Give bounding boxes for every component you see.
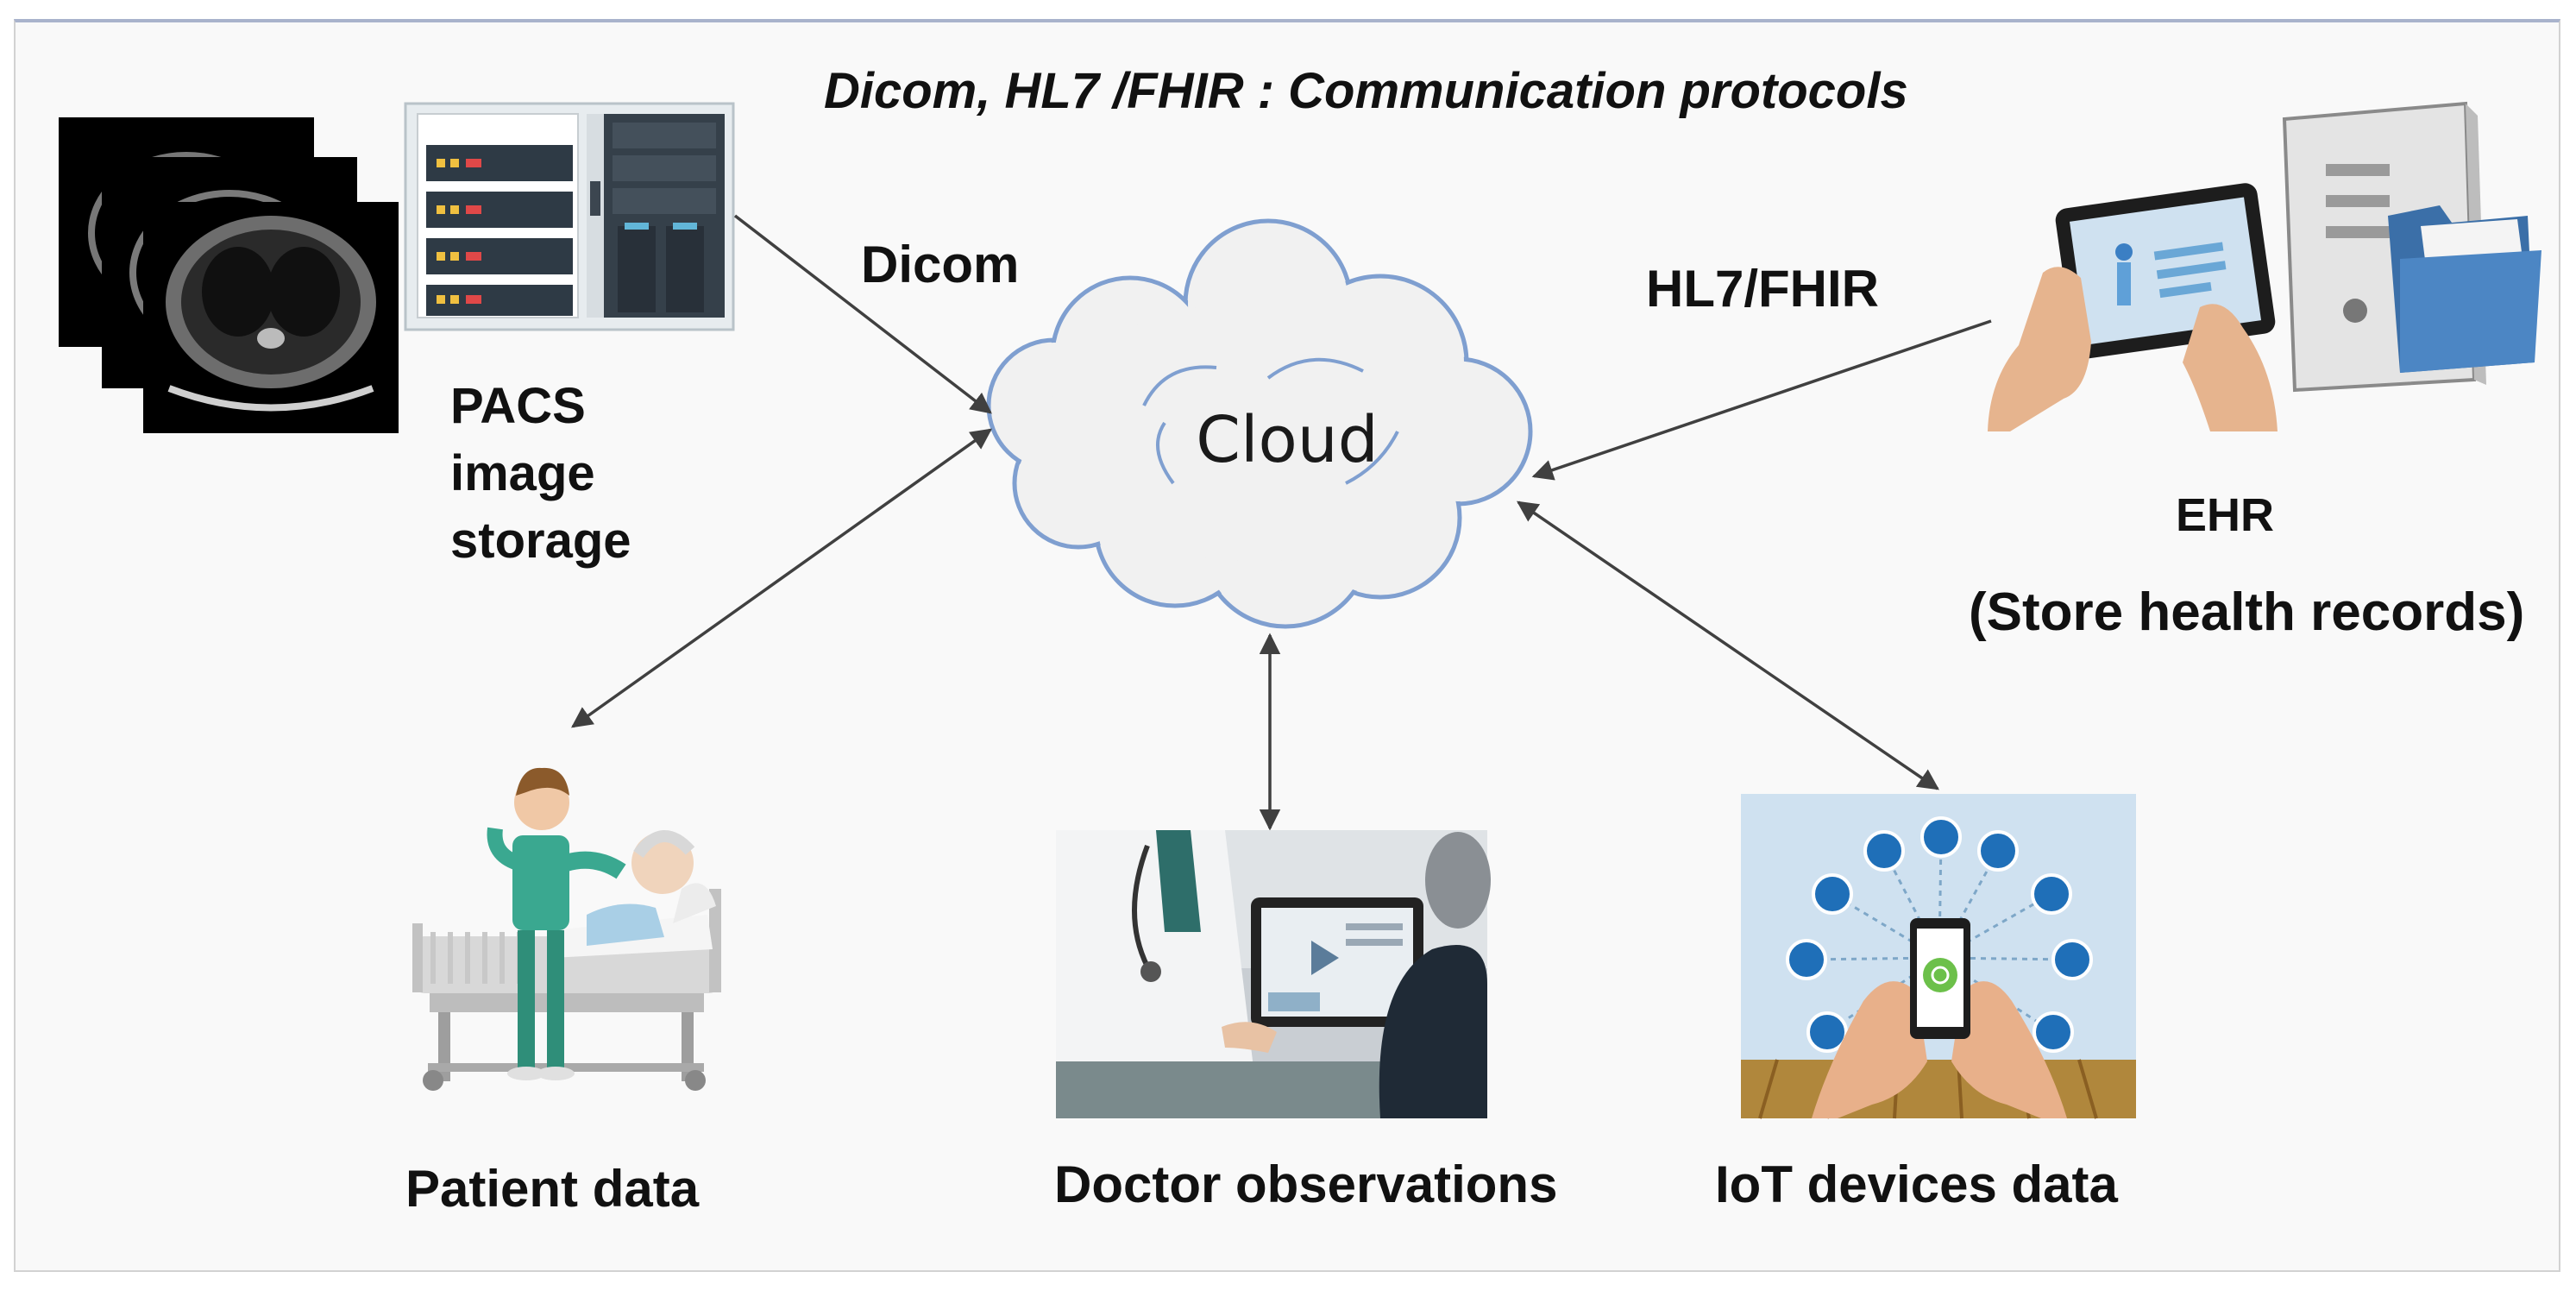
patient-care-icon	[412, 767, 721, 1091]
diagram-title: Dicom, HL7 /FHIR : Communication protoco…	[824, 63, 1908, 119]
cloud-label: Cloud	[1196, 403, 1378, 477]
edge-label-dicom: Dicom	[861, 236, 1020, 293]
edge-label-hl7-fhir: HL7/FHIR	[1646, 260, 1879, 318]
pacs-server-icon	[404, 102, 735, 331]
node-label-ehr: EHR	[2176, 489, 2275, 541]
node-label-patient-data: Patient data	[405, 1160, 700, 1218]
doctor-observations-photo	[1056, 830, 1491, 1118]
node-label-doctor-observations: Doctor observations	[1054, 1155, 1558, 1213]
ct-scan-stack-icon	[59, 117, 399, 433]
arrow-cloud-iot	[1516, 501, 1940, 790]
arrow-cloud-patient	[571, 428, 992, 728]
arrow-pacs-to-cloud	[733, 214, 992, 414]
ehr-icon	[1988, 101, 2541, 431]
connection-arrows	[571, 214, 1992, 831]
arrow-ehr-to-cloud	[1531, 319, 1992, 481]
node-sublabel-ehr: (Store health records)	[1969, 582, 2525, 642]
cloud-node: Cloud	[986, 218, 1533, 629]
node-label-iot-devices-data: IoT devices data	[1715, 1155, 2118, 1213]
iot-devices-photo	[1741, 794, 2136, 1119]
node-label-pacs: PACS image storage	[450, 378, 631, 569]
